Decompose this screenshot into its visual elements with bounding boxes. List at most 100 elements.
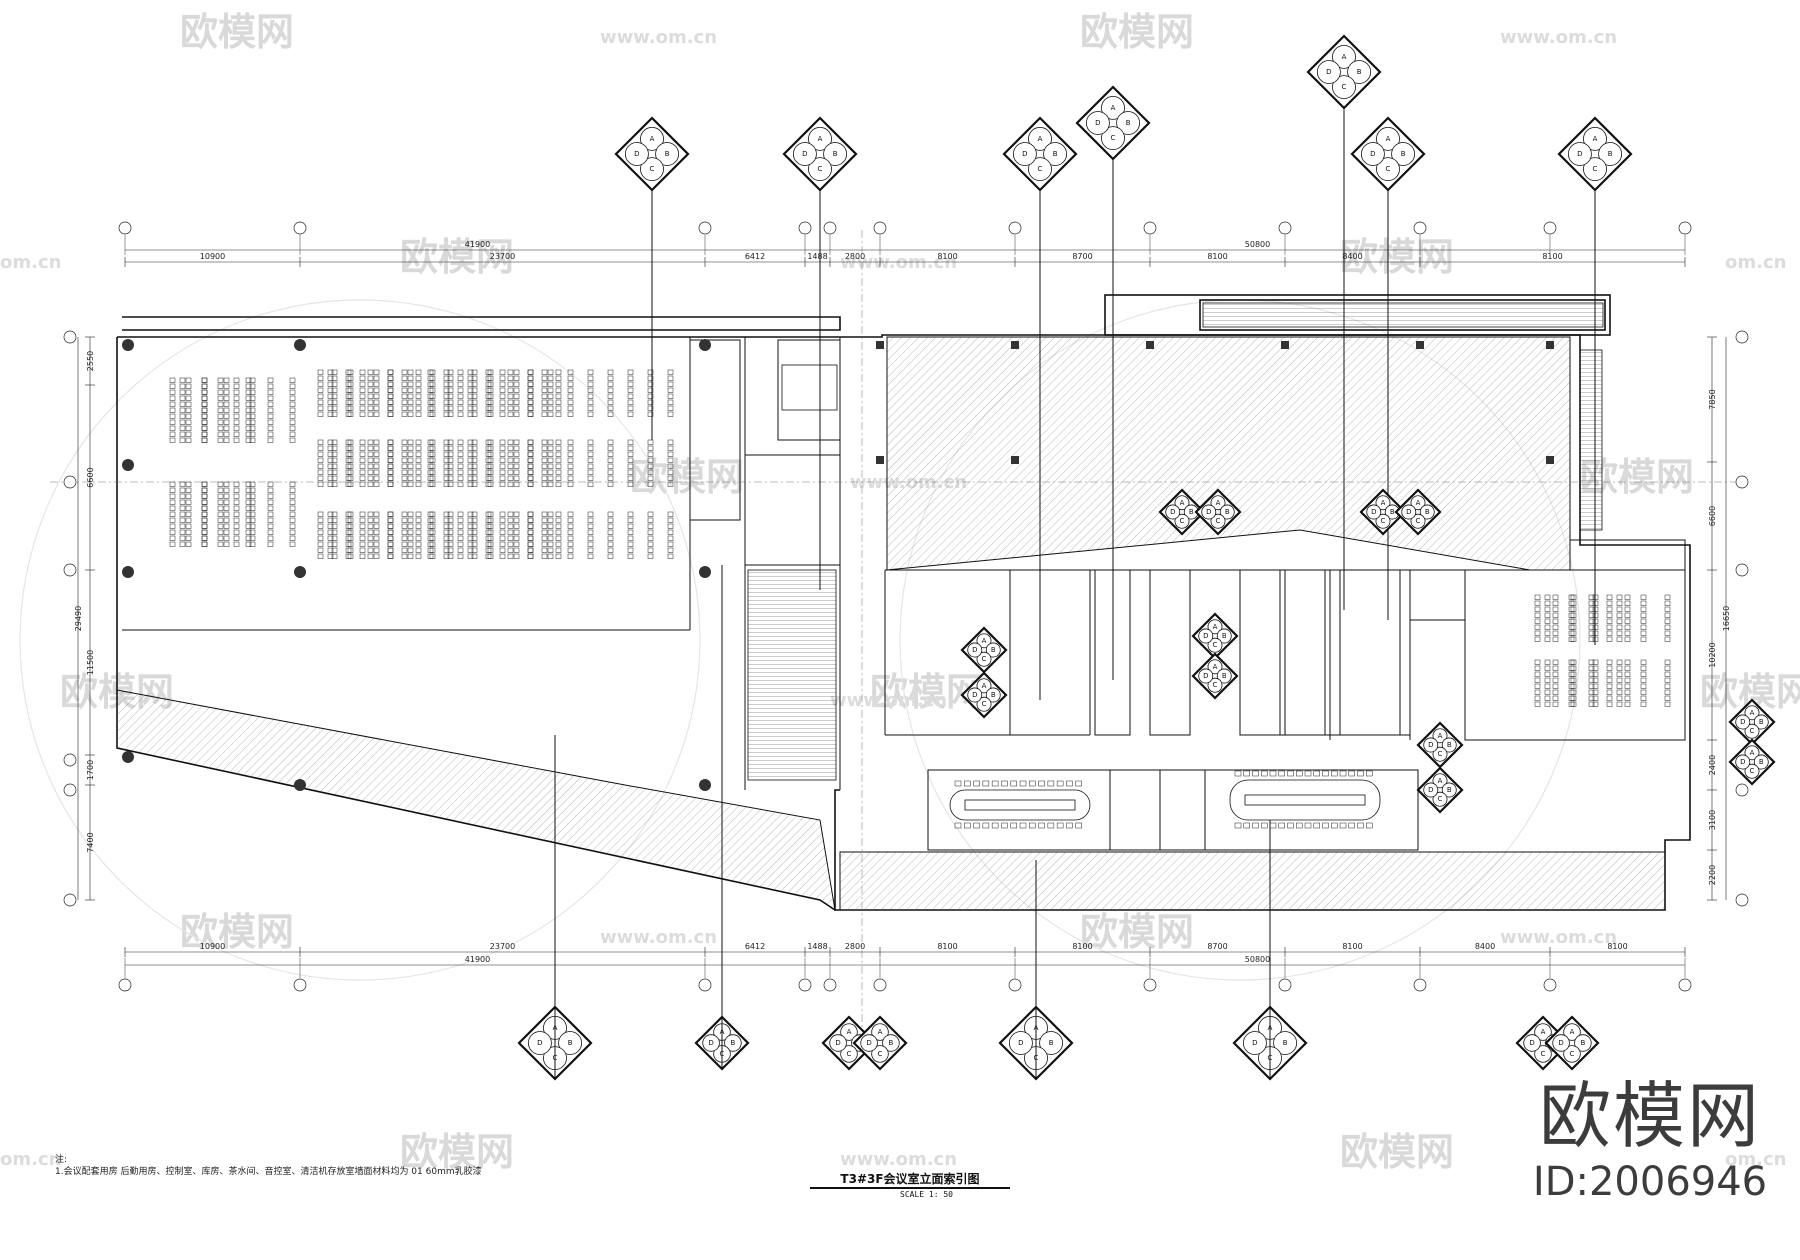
- seat: [359, 457, 366, 463]
- seat: [527, 541, 534, 547]
- seat: [443, 469, 450, 475]
- seat: [327, 523, 334, 529]
- seat: [1552, 671, 1559, 677]
- index-letter: D: [1428, 786, 1433, 794]
- chair: [1261, 822, 1268, 829]
- index-circle: [871, 1045, 889, 1063]
- seat: [407, 369, 414, 375]
- index-letter: C: [1111, 134, 1116, 142]
- grid-bubble: [118, 978, 132, 992]
- seat: [607, 393, 614, 399]
- seat: [555, 411, 562, 417]
- seat: [485, 523, 492, 529]
- seat: [201, 437, 208, 443]
- seat: [249, 493, 256, 499]
- seat: [345, 535, 352, 541]
- seat: [607, 405, 614, 411]
- seat: [555, 535, 562, 541]
- seat: [467, 411, 474, 417]
- seat: [447, 517, 454, 523]
- seat: [541, 399, 548, 405]
- index-circle: [1753, 754, 1769, 770]
- seat: [245, 523, 252, 529]
- index-circle: [1207, 677, 1223, 693]
- seat: [427, 475, 434, 481]
- seat: [359, 387, 366, 393]
- seat: [367, 457, 374, 463]
- seat: [667, 393, 674, 399]
- seat: [1552, 683, 1559, 689]
- seat: [1616, 618, 1623, 624]
- seat: [401, 369, 408, 375]
- seat: [447, 541, 454, 547]
- seat: [249, 529, 256, 535]
- seat: [471, 535, 478, 541]
- seat: [627, 399, 634, 405]
- index-circle: [1360, 142, 1385, 166]
- seat: [223, 401, 230, 407]
- column: [122, 459, 134, 471]
- seat: [513, 535, 520, 541]
- dimension-label: 1488: [807, 942, 827, 951]
- index-circle: [1423, 737, 1439, 753]
- index-circle: [624, 142, 649, 166]
- seat: [185, 407, 192, 413]
- seat: [607, 411, 614, 417]
- seat: [547, 381, 554, 387]
- seat: [507, 463, 514, 469]
- grid-bubble: [1678, 221, 1692, 235]
- chair: [1348, 822, 1355, 829]
- seat: [1624, 671, 1631, 677]
- seat: [1570, 671, 1577, 677]
- seat: [289, 407, 296, 413]
- watermark-edge-url: om.cn: [0, 252, 61, 273]
- seat: [547, 547, 554, 553]
- seat: [169, 425, 176, 431]
- seat: [607, 553, 614, 559]
- seat: [331, 411, 338, 417]
- seat: [1552, 624, 1559, 630]
- seat: [169, 383, 176, 389]
- dimension-total-label: 41900: [465, 240, 490, 249]
- watermark-logo: 欧模网: [180, 910, 294, 954]
- index-letter: C: [1213, 641, 1218, 649]
- grid-bubble: [798, 221, 812, 235]
- seat: [499, 463, 506, 469]
- seat: [487, 457, 494, 463]
- seat: [201, 413, 208, 419]
- drawing-title: T3#3F会议室立面索引图: [810, 1170, 1010, 1189]
- seat: [327, 387, 334, 393]
- seat: [527, 387, 534, 393]
- seat: [1606, 594, 1613, 600]
- seat: [1592, 677, 1599, 683]
- seat: [387, 457, 394, 463]
- seat: [647, 517, 654, 523]
- seat: [327, 535, 334, 541]
- seat: [555, 481, 562, 487]
- seat: [607, 547, 614, 553]
- index-letter: B: [1283, 1039, 1288, 1047]
- seat: [1570, 624, 1577, 630]
- seat: [429, 529, 436, 535]
- chair: [1234, 770, 1242, 777]
- index-circle: [1744, 705, 1760, 721]
- seat: [179, 481, 186, 487]
- column: [122, 566, 134, 578]
- seat: [1588, 659, 1595, 665]
- seat: [541, 369, 548, 375]
- seat: [387, 547, 394, 553]
- chair: [1269, 770, 1277, 777]
- seat: [387, 529, 394, 535]
- seat: [249, 535, 256, 541]
- seat: [327, 553, 334, 559]
- seat: [267, 517, 274, 523]
- seat: [1570, 606, 1577, 612]
- dimension-total-label: 16650: [1722, 606, 1731, 631]
- seat: [1606, 689, 1613, 695]
- seat: [169, 419, 176, 425]
- seat: [1534, 594, 1541, 600]
- seat: [443, 411, 450, 417]
- seat: [499, 481, 506, 487]
- seat: [317, 445, 324, 451]
- chair: [991, 780, 999, 787]
